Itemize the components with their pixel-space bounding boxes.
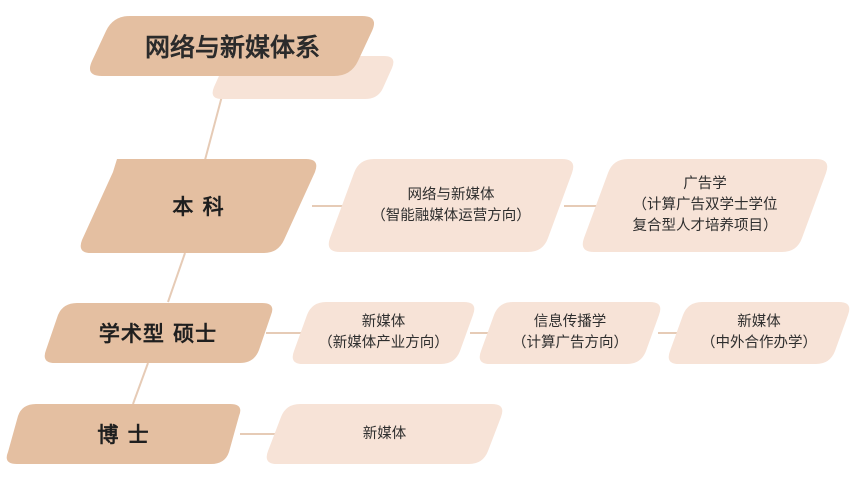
connector-dept-undergrad (204, 95, 223, 161)
program-master-2-shape (479, 302, 661, 364)
connector-master-doctor (132, 362, 149, 405)
program-undergrad-2-shape (582, 159, 828, 252)
program-undergrad-1-shape (328, 159, 574, 252)
program-master-1-shape (292, 302, 475, 364)
level-doctor-shape (6, 404, 241, 464)
level-undergrad-shape (80, 159, 317, 253)
department-shape (89, 16, 375, 76)
program-master-3-shape (668, 302, 850, 364)
program-doctor-1-shape (266, 404, 503, 464)
level-master-shape (44, 303, 273, 363)
connector-undergrad-master (167, 252, 186, 303)
